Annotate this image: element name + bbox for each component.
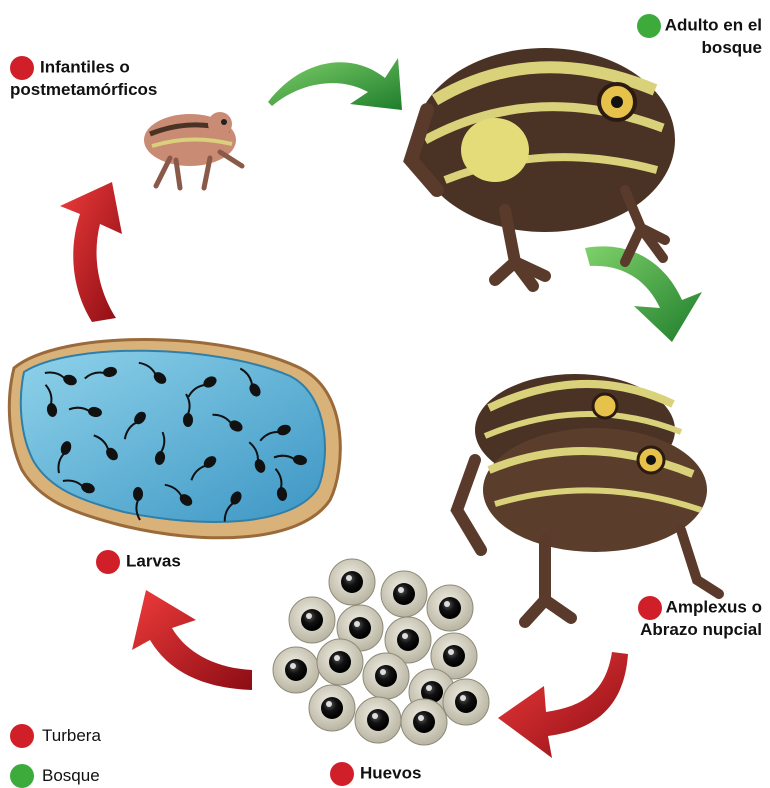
turbera-legend-dot-icon [10, 724, 34, 748]
amplexus-frogs-illustration [457, 374, 719, 622]
turbera-dot-icon [10, 56, 34, 80]
legend-turbera: Turbera [10, 724, 101, 748]
label-huevos: Huevos [330, 762, 421, 786]
arrow-infantiles-to-adulto [268, 58, 402, 110]
label-adulto: Adulto en el bosque [622, 14, 762, 58]
bosque-legend-dot-icon [10, 764, 34, 788]
adult-frog-illustration [411, 48, 675, 286]
legend-bosque: Bosque [10, 764, 100, 788]
arrow-adulto-to-amplexus [585, 246, 702, 342]
legend-bosque-text: Bosque [42, 764, 100, 788]
legend-turbera-text: Turbera [42, 724, 101, 748]
arrow-amplexus-to-huevos [498, 652, 628, 758]
bosque-dot-icon [637, 14, 661, 38]
eggs-illustration [273, 559, 489, 745]
label-huevos-text: Huevos [360, 763, 421, 782]
turbera-dot-icon [96, 550, 120, 574]
label-amplexus: Amplexus o Abrazo nupcial [612, 596, 762, 640]
label-larvas-text: Larvas [126, 551, 181, 570]
arrow-larvas-to-infantiles [60, 182, 122, 322]
label-adulto-text: Adulto en el bosque [665, 15, 762, 57]
infantile-frog-illustration [144, 112, 242, 188]
label-infantiles: Infantiles o postmetamórficos [10, 56, 200, 100]
turbera-dot-icon [638, 596, 662, 620]
label-larvas: Larvas [96, 550, 181, 574]
pond-illustration [9, 340, 340, 538]
arrow-huevos-to-larvas [132, 590, 252, 690]
turbera-dot-icon [330, 762, 354, 786]
